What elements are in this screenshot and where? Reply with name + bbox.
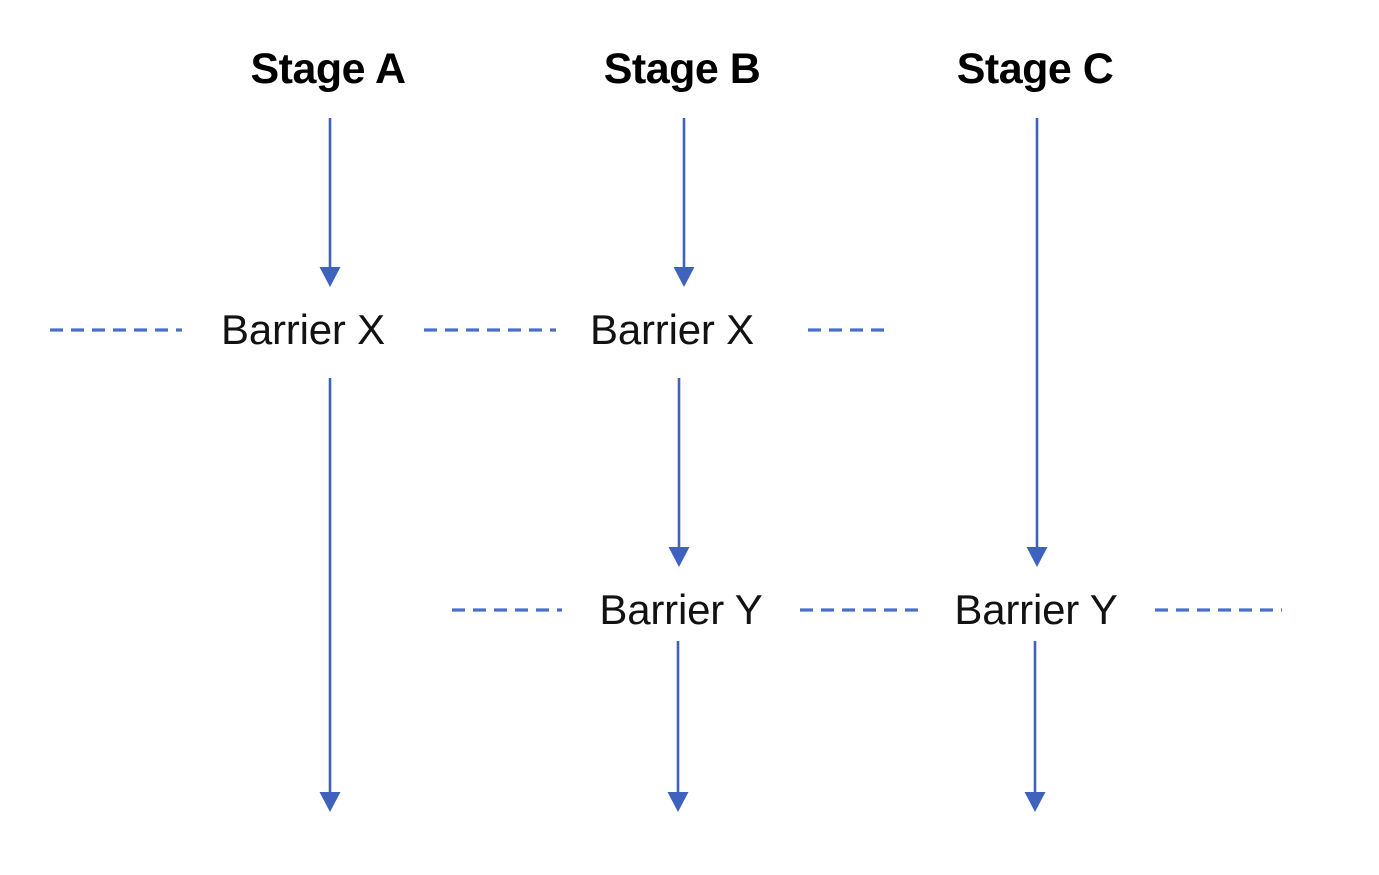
barrier-node-barrier-x-a: Barrier X: [211, 309, 395, 351]
arrow-head-icon: [319, 792, 341, 812]
flow-arrow: [673, 118, 695, 287]
dashed-connectors-group: [50, 328, 1282, 612]
stage-header-stage-c: Stage C: [956, 45, 1114, 93]
arrow-head-icon: [668, 547, 690, 567]
stage-header-stage-a: Stage A: [250, 45, 407, 93]
flow-arrow: [1024, 641, 1046, 812]
barrier-node-barrier-y-b: Barrier Y: [589, 589, 773, 631]
barrier-node-barrier-x-b: Barrier X: [580, 309, 764, 351]
arrow-head-icon: [667, 792, 689, 812]
flow-arrow: [668, 378, 690, 567]
flow-arrow: [667, 641, 689, 812]
stage-header-stage-b: Stage B: [603, 45, 761, 93]
flow-arrow: [319, 118, 341, 287]
arrow-head-icon: [319, 267, 341, 287]
barrier-node-barrier-y-c: Barrier Y: [944, 589, 1128, 631]
flow-arrow: [319, 378, 341, 812]
arrow-head-icon: [1024, 792, 1046, 812]
arrow-head-icon: [1026, 547, 1048, 567]
arrows-group: [319, 118, 1048, 812]
arrow-head-icon: [673, 267, 695, 287]
flow-arrow: [1026, 118, 1048, 567]
